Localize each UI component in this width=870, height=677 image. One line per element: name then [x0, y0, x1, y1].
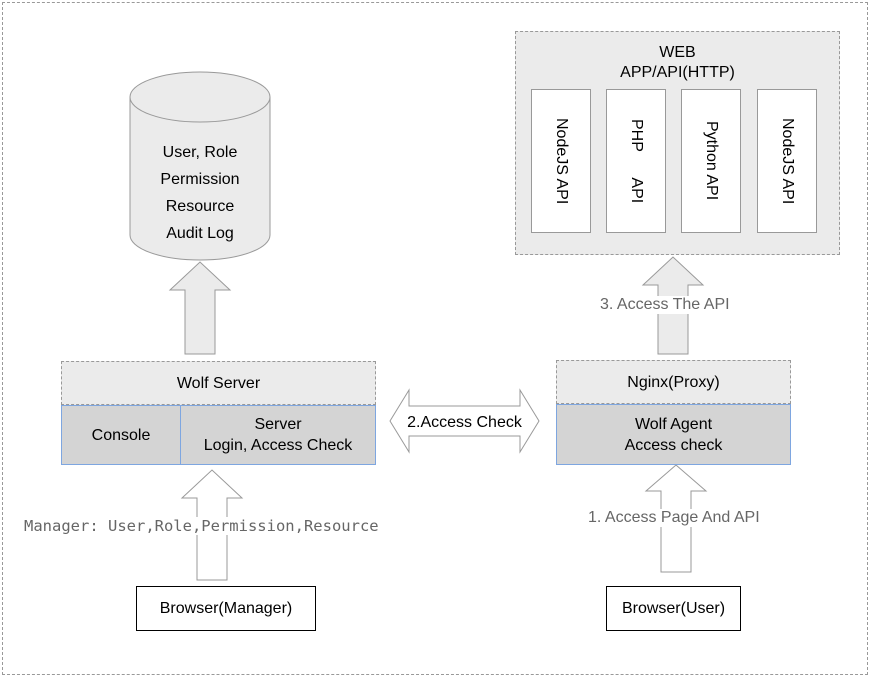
web-title-line2: APP/API(HTTP) [620, 64, 735, 81]
browser-manager-label: Browser(Manager) [159, 600, 293, 617]
api-box-nodejs-1: NodeJS API [531, 89, 591, 233]
db-line-resource: Resource [165, 198, 235, 215]
wolf-server-title-box: Wolf Server [61, 361, 376, 405]
web-title-line1: WEB [659, 44, 696, 61]
access-api-label: 3. Access The API [600, 296, 730, 314]
database-contents: User, Role Permission Resource Audit Log [130, 138, 270, 248]
nginx-title: Nginx(Proxy) [627, 373, 720, 391]
api-box-nodejs-2: NodeJS API [757, 89, 817, 233]
web-title: WEB APP/API(HTTP) [516, 42, 839, 84]
api-label: NodeJS API [779, 117, 796, 205]
agent-label-line2: Access check [624, 436, 723, 454]
arrow-access-check [389, 388, 540, 454]
browser-user-label: Browser(User) [621, 600, 726, 617]
agent-label-line1: Wolf Agent [634, 415, 713, 433]
browser-user-box: Browser(User) [606, 586, 741, 631]
access-page-label: 1. Access Page And API [588, 509, 760, 527]
arrow-server-to-db [168, 261, 232, 355]
wolf-server-title: Wolf Server [176, 374, 261, 392]
nginx-proxy-box: Nginx(Proxy) [556, 360, 791, 404]
server-label-line1: Server [254, 416, 302, 433]
api-box-python: Python API [681, 89, 741, 233]
api-label: NodeJS API [553, 117, 570, 205]
console-label: Console [91, 426, 151, 444]
server-label-line2: Login, Access Check [203, 437, 353, 454]
db-line-permission: Permission [160, 171, 240, 188]
db-line-user-role: User, Role [162, 144, 238, 161]
db-line-audit-log: Audit Log [166, 225, 234, 242]
api-box-php: PHP API [606, 89, 666, 233]
api-label: PHP API [628, 118, 645, 204]
manager-label: Manager: User,Role,Permission,Resource [24, 517, 379, 535]
access-check-label: 2.Access Check [407, 413, 522, 431]
wolf-agent-box: Wolf Agent Access check [556, 404, 791, 465]
browser-manager-box: Browser(Manager) [136, 586, 316, 631]
server-box: Server Login, Access Check [180, 405, 376, 465]
database-cylinder [129, 71, 271, 261]
api-label: Python API [703, 121, 720, 201]
console-box: Console [61, 405, 181, 465]
